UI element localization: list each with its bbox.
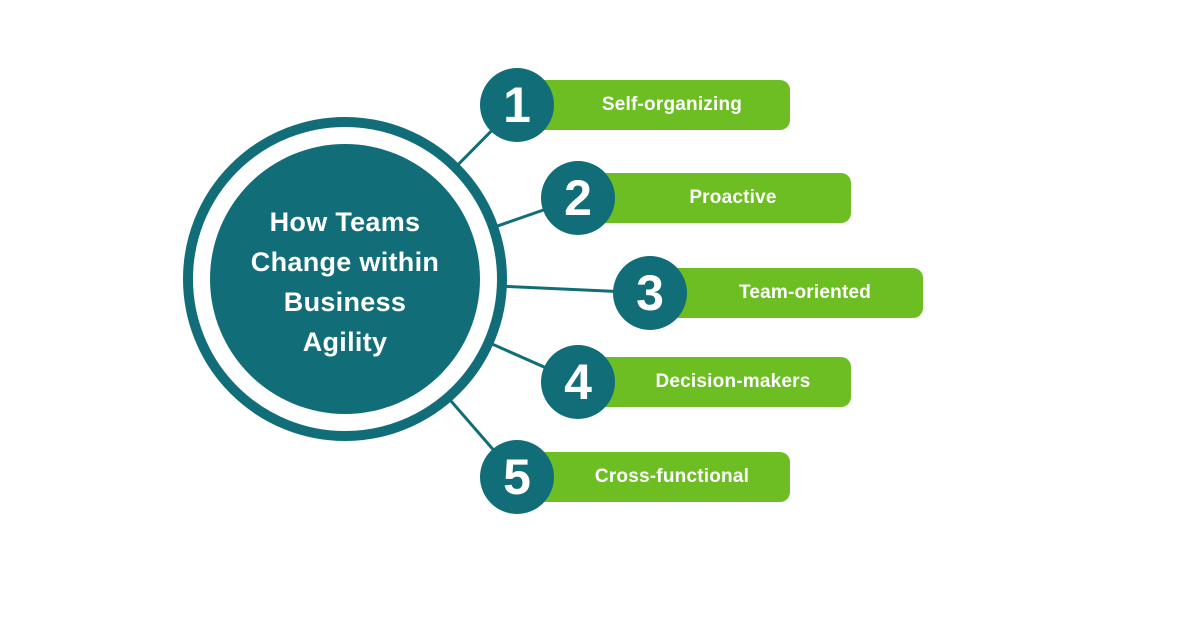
item-number: 2 [564,170,592,226]
item-number: 3 [636,265,664,321]
item-label: Team-oriented [738,282,872,303]
item-label: Decision-makers [655,371,811,392]
item-label-bar: Decision-makers [578,357,851,407]
hub-title-line: Change within [250,247,440,277]
hub-title-line: Business [283,287,407,317]
item-label: Proactive [689,187,777,208]
item-number: 1 [503,77,531,133]
item-label-bar: Self-organizing [517,80,790,130]
item-number-badge: 4 [541,345,615,419]
item-number: 5 [503,449,531,505]
item-label: Cross-functional [594,466,750,487]
hub-title-line: How Teams [269,207,421,237]
item-label: Self-organizing [601,94,743,115]
item-label-bar: Team-oriented [650,268,923,318]
item-number: 4 [564,354,592,410]
hub-title: How Teams Change within Business Agility [205,202,485,362]
item-label-bar: Proactive [578,173,851,223]
item-label-bar: Cross-functional [517,452,790,502]
item-number-badge: 1 [480,68,554,142]
hub-inner-circle [210,144,480,414]
hub-title-line: Agility [302,327,388,357]
item-number-badge: 3 [613,256,687,330]
item-number-badge: 5 [480,440,554,514]
item-number-badge: 2 [541,161,615,235]
